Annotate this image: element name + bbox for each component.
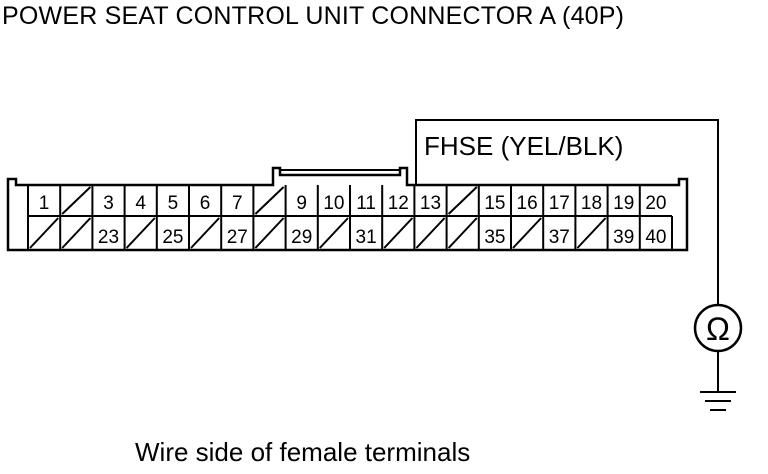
terminal-23: 23 (98, 216, 126, 250)
blank-cavity-slash (576, 217, 607, 249)
terminal-15: 15 (484, 185, 512, 216)
terminal-11: 11 (356, 185, 384, 216)
terminal-29: 29 (291, 216, 319, 250)
terminal-35: 35 (484, 216, 512, 250)
terminal-number: 3 (103, 193, 114, 214)
blank-cavity-slash (415, 217, 446, 249)
terminal-number: 18 (581, 193, 602, 214)
terminal-number: 17 (549, 193, 570, 214)
terminal-blank (61, 216, 94, 250)
terminal-25: 25 (162, 216, 190, 250)
terminal-blank (576, 216, 609, 250)
terminal-16: 16 (517, 185, 545, 216)
terminal-1: 1 (39, 185, 62, 216)
terminal-13: 13 (420, 185, 448, 216)
terminal-9: 9 (296, 185, 319, 216)
ground-icon (700, 391, 736, 411)
terminal-40: 40 (645, 227, 666, 248)
terminal-7: 7 (232, 185, 255, 216)
terminal-17: 17 (549, 185, 577, 216)
ohmmeter-icon: Ω (693, 303, 743, 353)
terminal-number: 9 (296, 193, 307, 214)
terminal-blank (125, 216, 158, 250)
terminal-blank (512, 216, 545, 250)
terminal-blank (415, 216, 448, 250)
blank-cavity-slash (254, 186, 285, 215)
blank-cavity-slash (319, 217, 349, 249)
terminal-number: 16 (517, 193, 538, 214)
terminal-number: 12 (388, 193, 409, 214)
ohm-symbol: Ω (706, 311, 730, 347)
terminal-number: 11 (356, 193, 376, 214)
blank-cavity-slash (512, 217, 542, 249)
terminal-number: 29 (291, 227, 312, 248)
terminal-blank (319, 216, 351, 250)
terminal-3: 3 (103, 185, 126, 216)
terminal-5: 5 (168, 185, 190, 216)
connector-bottom-row: 23 25 27 29 31 35 37 39 40 (29, 216, 666, 250)
blank-cavity-slash (61, 217, 92, 249)
terminal-number: 13 (420, 193, 441, 214)
terminal-number: 1 (39, 193, 50, 214)
terminal-number: 37 (549, 227, 570, 248)
terminal-18: 18 (581, 185, 609, 216)
terminal-blank (383, 216, 416, 250)
terminal-blank (61, 185, 94, 216)
blank-cavity-slash (447, 186, 478, 215)
terminal-number: 6 (200, 193, 211, 214)
terminal-number: 27 (227, 227, 248, 248)
terminal-number: 40 (645, 227, 666, 248)
terminal-39: 39 (613, 216, 641, 250)
blank-cavity-slash (383, 217, 414, 249)
terminal-number: 19 (613, 193, 634, 214)
terminal-12: 12 (388, 185, 416, 216)
terminal-number: 39 (613, 227, 634, 248)
terminal-number: 31 (356, 227, 377, 248)
terminal-19: 19 (613, 185, 641, 216)
terminal-blank (254, 185, 287, 216)
terminal-10: 10 (323, 185, 351, 216)
terminal-4: 4 (135, 185, 158, 216)
blank-cavity-slash (447, 217, 478, 249)
blank-cavity-slash (125, 217, 156, 249)
terminal-27: 27 (227, 216, 255, 250)
blank-cavity-slash (254, 217, 285, 249)
terminal-blank (447, 216, 480, 250)
connector-housing (6, 166, 689, 252)
terminal-number: 5 (168, 193, 179, 214)
diagram-title: POWER SEAT CONTROL UNIT CONNECTOR A (40P… (2, 2, 625, 30)
terminal-number: 15 (484, 193, 505, 214)
terminal-number: 25 (162, 227, 183, 248)
terminal-number: 10 (323, 193, 344, 214)
terminal-blank (447, 185, 480, 216)
terminal-blank (254, 216, 287, 250)
terminal-number: 23 (98, 227, 119, 248)
terminal-31: 31 (356, 216, 384, 250)
terminal-6: 6 (200, 185, 223, 216)
probe-wire-label: FHSE (YEL/BLK) (424, 131, 623, 161)
terminal-20: 20 (645, 193, 666, 214)
terminal-number: 35 (484, 227, 505, 248)
probe-wire (415, 119, 719, 306)
terminal-number: 20 (645, 193, 666, 214)
diagram-caption: Wire side of female terminals (135, 437, 471, 467)
terminal-blank (190, 216, 223, 250)
blank-cavity-slash (61, 186, 92, 215)
blank-cavity-slash (29, 217, 59, 249)
terminal-number: 7 (232, 193, 243, 214)
terminal-37: 37 (549, 216, 577, 250)
blank-cavity-slash (190, 217, 220, 249)
terminal-blank (29, 216, 62, 250)
terminal-number: 4 (135, 193, 146, 214)
